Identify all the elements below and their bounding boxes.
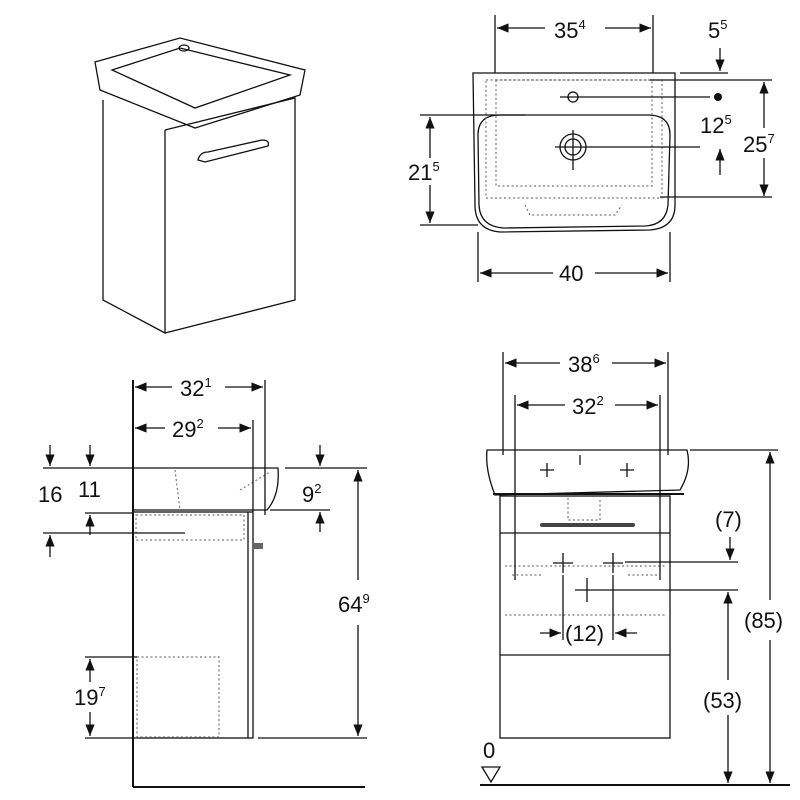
floor-level-label: 0	[483, 738, 495, 763]
dim-tap-to-drain: 125	[700, 112, 732, 138]
basin-bowl	[110, 47, 293, 109]
dim-basin-height: 92	[302, 481, 321, 507]
dim-basin-width: 386	[568, 351, 600, 377]
dim-cabinet-width: 322	[572, 393, 604, 419]
cabinet-front	[164, 97, 296, 334]
plan-view: 354 55 257 125 215 40	[408, 15, 775, 286]
basin-plan-outline	[472, 72, 676, 233]
door-handle	[540, 523, 635, 527]
center-dot	[714, 93, 722, 101]
floor-level-triangle-icon	[480, 766, 502, 784]
side-view: 321 292 16 11 92 649 197	[38, 375, 370, 788]
dim-shelf-height: 197	[74, 684, 106, 710]
basin-outline	[94, 37, 306, 129]
dim-7: (7)	[715, 507, 742, 532]
front-view: 386 322 (7) (12) (85) (53) 0	[480, 351, 790, 786]
dim-tap-spacing: 354	[554, 17, 586, 43]
cabinet-side	[102, 100, 166, 335]
dim-total-height: 649	[338, 591, 370, 617]
cabinet-side-body	[132, 511, 254, 739]
dim-12: (12)	[565, 621, 604, 646]
cabinet-front-body	[499, 495, 671, 739]
dim-width-overall: 40	[559, 261, 583, 286]
dim-rim-offset: 55	[708, 17, 727, 43]
dim-depth-overall: 257	[743, 131, 775, 157]
tap-hole	[178, 44, 190, 52]
basin-front	[486, 449, 690, 496]
dim-16: 16	[38, 482, 62, 507]
dim-cabinet-depth: 321	[180, 375, 212, 401]
door-handle	[197, 139, 270, 163]
perspective-view	[94, 37, 306, 335]
dim-11: 11	[78, 477, 101, 502]
basin-side	[133, 467, 279, 511]
handle-profile	[253, 543, 263, 549]
dim-53: (53)	[703, 688, 742, 713]
dim-85: (85)	[744, 608, 783, 633]
dim-bowl-depth: 215	[408, 159, 440, 185]
dim-inner-depth: 292	[172, 416, 204, 442]
bowl-outline	[477, 114, 671, 229]
